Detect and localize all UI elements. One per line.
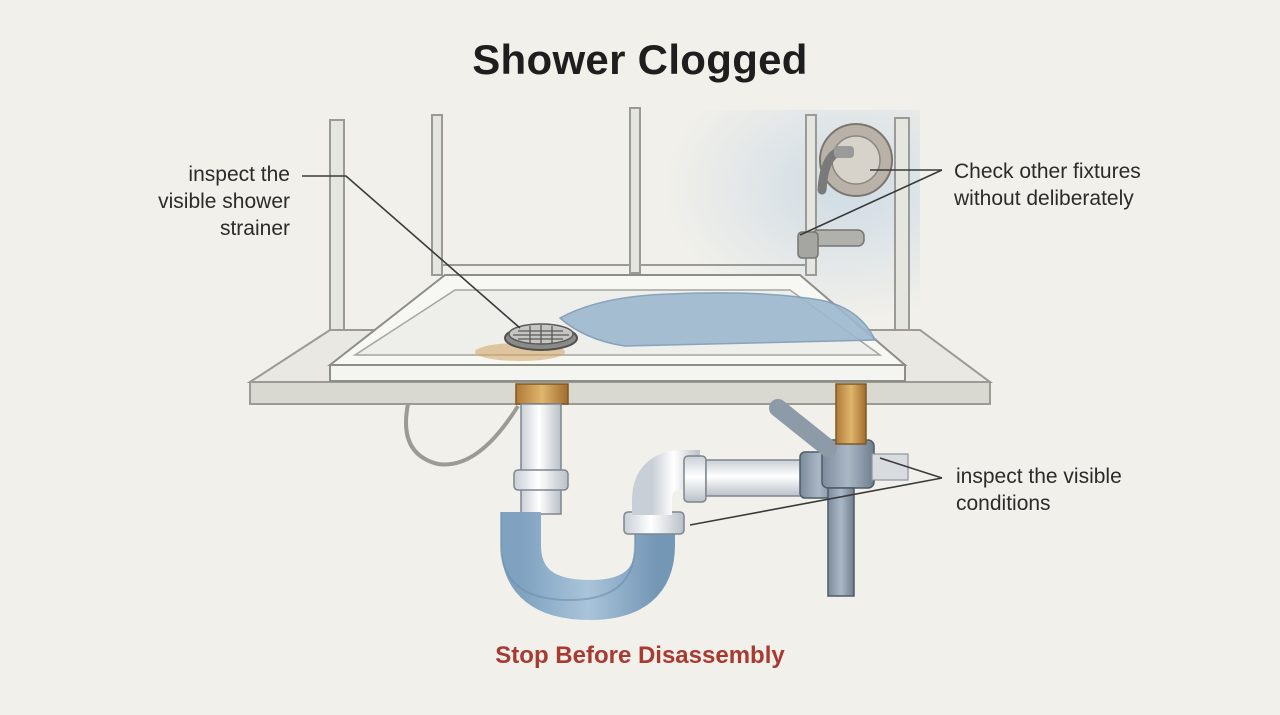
tailpiece-pipe: [520, 403, 562, 515]
slip-nut: [513, 469, 569, 491]
p-trap-bend: [501, 512, 675, 621]
page-title: Shower Clogged: [472, 36, 808, 83]
label-strainer-line: visible shower: [158, 190, 290, 213]
label-strainer-line: inspect the: [188, 163, 290, 186]
supply-hose: [404, 403, 520, 467]
label-conditions: inspect the visible conditions: [956, 463, 1216, 517]
label-strainer: inspect the visible shower strainer: [110, 161, 290, 242]
shower-valve-icon: [817, 123, 893, 197]
leader-lines: [302, 169, 943, 526]
label-fixtures-line: Check other fixtures: [954, 160, 1141, 183]
label-fixtures-line: without deliberately: [954, 187, 1134, 210]
label-fixtures: Check other fixtures without deliberatel…: [954, 158, 1254, 212]
label-strainer-line: strainer: [219, 217, 290, 240]
label-conditions-line: inspect the visible: [956, 465, 1122, 488]
brass-drain-body: [515, 383, 569, 405]
label-conditions-line: conditions: [956, 492, 1051, 515]
trap-arm-pipe: [705, 459, 807, 497]
standing-water: [558, 292, 877, 347]
trap-slip-nut: [623, 511, 685, 535]
drain-strainer-icon: [504, 323, 578, 351]
drain-tee: [769, 383, 909, 597]
footer-warning: Stop Before Disassembly: [495, 642, 785, 669]
